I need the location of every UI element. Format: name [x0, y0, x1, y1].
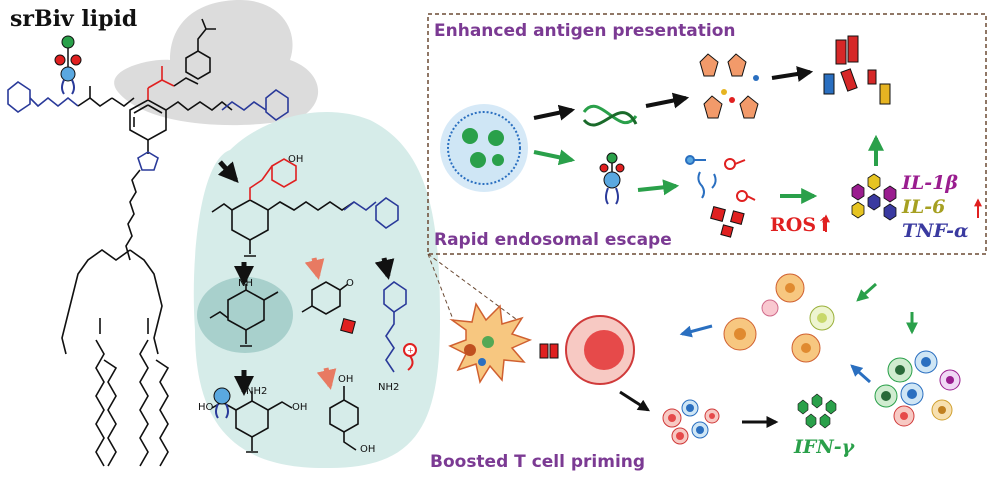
ifn-gamma-label: IFN-γ: [794, 436, 855, 458]
quinone-methide-byproduct: [301, 281, 349, 315]
page-title: srBiv lipid: [10, 6, 138, 32]
antigen-presentation-label: Enhanced antigen presentation: [434, 21, 736, 41]
svg-text:+: +: [407, 346, 414, 355]
mrna-icon: [582, 104, 638, 127]
arrow-antigen-to-mhc: [771, 66, 814, 82]
atom-nh-quinone: NH: [238, 278, 253, 289]
ros-label: ROS↑: [770, 214, 832, 236]
endosomal-escape-label: Rapid endosomal escape: [434, 230, 672, 250]
t-cell-priming-label: Boosted T cell priming: [430, 452, 646, 472]
atom-nh2: NH2: [246, 386, 268, 397]
immune-synapse-receptors: [539, 343, 559, 359]
t-cell-icon: [565, 315, 635, 385]
arrow-tcells-to-dc: [850, 364, 871, 384]
diverse-t-cells-icon: [874, 350, 961, 427]
atom-ho-left: HO: [198, 402, 214, 413]
ros-squares: [710, 206, 745, 238]
arrow-lipid-to-fragments: [637, 179, 680, 196]
activated-lipid-structure: [211, 158, 399, 257]
arrow-hydrolysis: [316, 367, 337, 390]
srbiv-structure: [7, 18, 289, 467]
dendritic-cell-icon: [448, 302, 533, 384]
arrow-release-amine: [374, 257, 395, 280]
lipid-fragment-icons: [685, 155, 717, 199]
ros-probe-icon: +: [403, 343, 417, 371]
atom-oh-benzyl: OH: [360, 444, 376, 455]
mhc-complex-icons: [823, 35, 891, 105]
arrow-release-qm: [304, 257, 325, 280]
dc-cluster-icon: [723, 273, 835, 363]
ros-probe-icons: [724, 158, 756, 202]
degradation-highlight: [193, 111, 440, 469]
quinone-methide-highlight: [197, 277, 293, 353]
arrow-lnp-to-mrna: [533, 104, 576, 121]
hydroxybenzyl-alcohol-structure: [329, 386, 359, 451]
atom-oh-phenol: OH: [338, 374, 354, 385]
ifn-gamma-icon: [797, 393, 837, 429]
t-cell-clones-icon: [662, 399, 720, 445]
trigger-group-highlight: [114, 0, 319, 126]
arrow-tcell-to-clones: [619, 390, 651, 412]
zoom-line-right: [427, 253, 521, 323]
ros-square: [340, 318, 356, 334]
arrow-cytokines-to-dc: [856, 282, 877, 302]
escaping-lipid-icon: [599, 152, 625, 205]
quinone-methide-structure: [209, 284, 279, 347]
srbiv-lipid-icon: [54, 35, 82, 95]
cytokine-cluster-icon: [851, 173, 897, 221]
lnp-particle: [440, 104, 528, 192]
tnfa-label: TNF-α: [902, 220, 969, 242]
atom-oh-top: OH: [288, 154, 304, 165]
arrow-activation: [217, 160, 239, 183]
atom-oh-right: OH: [292, 402, 308, 413]
atom-nh2-amine: NH2: [378, 382, 400, 393]
amine-chain-structure: [383, 281, 407, 373]
arrow-dc-to-priming: [679, 324, 713, 338]
antigen-protein-icons: [699, 53, 759, 119]
zoom-line-left: [427, 253, 455, 323]
lipid-fragment-icon: [213, 387, 231, 419]
il1b-label: IL-1β: [902, 172, 958, 194]
atom-o-quinone: O: [346, 278, 354, 289]
arrow-lnp-to-lipid: [533, 149, 576, 166]
arrow-mrna-to-antigen: [645, 92, 690, 109]
il6-label: IL-6: [902, 196, 946, 218]
